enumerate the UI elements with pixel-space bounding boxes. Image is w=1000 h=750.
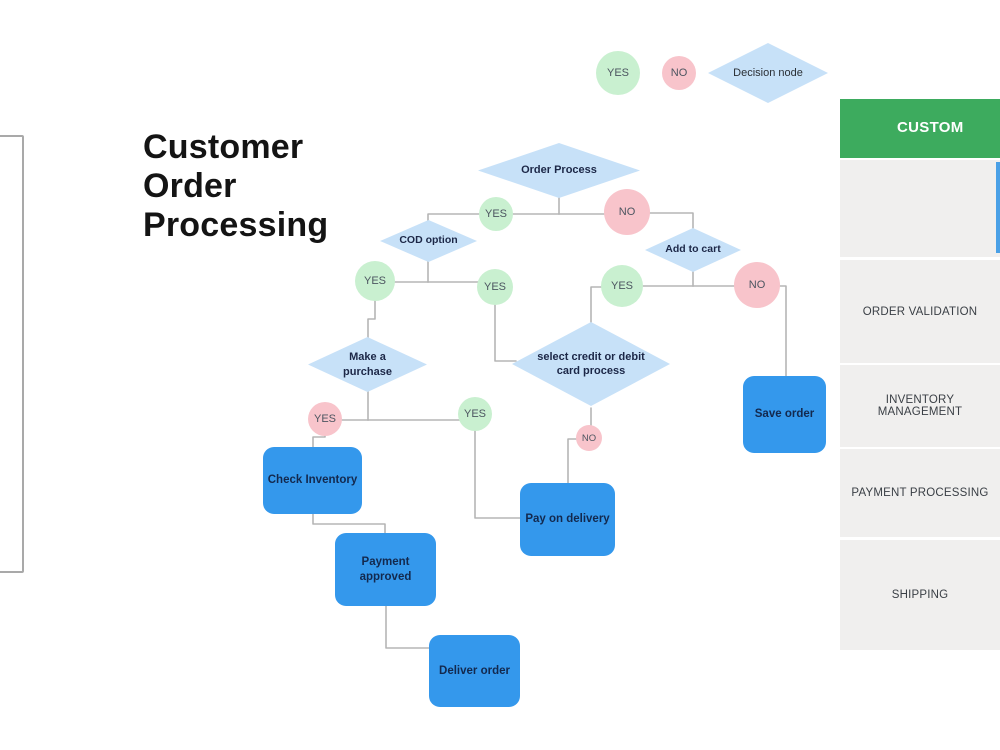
legend-decision-node[interactable]: Decision node [708,43,828,103]
decision-label: select credit or debit card process [537,350,645,377]
process-deliver-order[interactable]: Deliver order [429,635,520,707]
sidebar-section-inventory-management[interactable]: INVENTORY MANAGEMENT [840,365,1000,447]
left-panel-fragment [0,135,24,573]
process-pay-on-delivery[interactable]: Pay on delivery [520,483,615,556]
branch-label: NO [748,279,766,291]
branch-yes-after-purchase[interactable]: YES [308,402,342,436]
decision-label: Make a purchase [343,351,392,378]
branch-label: YES [484,208,507,220]
branch-no-after-card[interactable]: NO [576,425,602,451]
connector [312,512,386,535]
branch-label: NO [618,206,636,218]
page-title-line1: Customer [143,128,304,166]
lane-scroll-indicator[interactable] [996,162,1000,253]
legend-decision-label: Decision node [733,66,803,79]
decision-select-credit[interactable]: select credit or debit card process [512,322,670,406]
legend-no-circle[interactable]: NO [662,56,696,90]
connector [385,604,431,649]
branch-label: NO [581,432,597,444]
lane-label: SHIPPING [891,589,949,601]
page-title-line3: Processing [143,206,329,244]
branch-yes-mid[interactable]: YES [458,397,492,431]
lane-label: INVENTORY MANAGEMENT [877,394,963,418]
branch-label: YES [313,413,336,425]
decision-add-to-cart[interactable]: Add to cart [645,228,741,272]
sidebar-section-payment-processing[interactable]: PAYMENT PROCESSING [840,449,1000,537]
branch-no-after-add-to-cart[interactable]: NO [734,262,780,308]
process-save-order[interactable]: Save order [743,376,826,453]
branch-label: YES [610,280,633,292]
process-label: Payment approved [359,556,412,583]
lane-label: PAYMENT PROCESSING [851,487,989,499]
page-title: Customer Order Processing [143,128,328,245]
sidebar-section-blank[interactable] [840,160,1000,257]
decision-label: COD option [399,234,458,247]
branch-yes-after-add-to-cart[interactable]: YES [601,265,643,307]
branch-yes-left-of-cod[interactable]: YES [355,261,395,301]
lane-label: ORDER VALIDATION [862,305,978,318]
branch-label: YES [463,408,486,420]
branch-yes-right-of-cod[interactable]: YES [477,269,513,305]
legend-yes-label: YES [606,67,629,79]
decision-make-a-purchase[interactable]: Make a purchase [308,337,427,392]
legend-yes-circle[interactable]: YES [596,51,640,95]
process-check-inventory[interactable]: Check Inventory [263,447,362,514]
sidebar-header-label: CUSTOM [897,119,964,136]
sidebar-header: CUSTOM [840,99,1000,158]
sidebar-section-order-validation[interactable]: ORDER VALIDATION [840,260,1000,363]
connector [494,288,517,362]
sidebar-section-shipping[interactable]: SHIPPING [840,540,1000,650]
decision-order-process[interactable]: Order Process [478,143,640,198]
process-label: Check Inventory [267,474,358,487]
legend-no-label: NO [670,67,688,79]
process-label: Deliver order [439,664,510,677]
branch-no-after-order-process[interactable]: NO [604,189,650,235]
branch-yes-after-order-process[interactable]: YES [479,197,513,231]
connector [367,282,376,341]
branch-label: YES [363,275,386,287]
branch-label: YES [483,281,506,293]
decision-cod-option[interactable]: COD option [380,220,477,262]
page-title-line2: Order [143,167,237,205]
process-label: Pay on delivery [525,513,610,526]
decision-label: Order Process [521,164,597,177]
process-payment-approved[interactable]: Payment approved [335,533,436,606]
connector [474,415,522,519]
process-label: Save order [754,408,815,421]
decision-label: Add to cart [665,243,721,256]
